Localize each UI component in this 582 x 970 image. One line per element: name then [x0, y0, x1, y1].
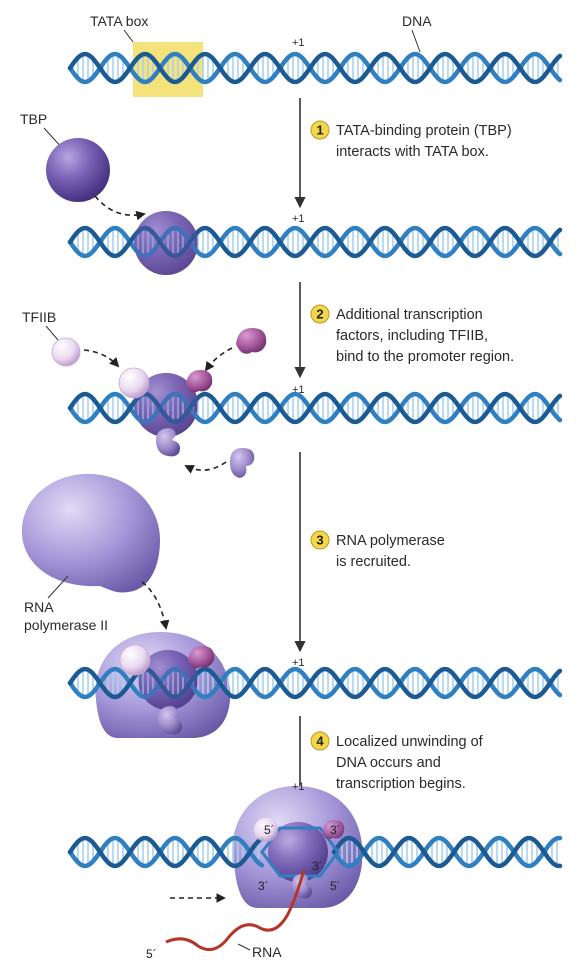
tfiib-label: TFIIB [22, 309, 56, 325]
dna-helix-row-5-right [331, 835, 563, 869]
rna-polymerase-free [21, 473, 160, 593]
dna-label: DNA [402, 13, 432, 29]
svg-text:3: 3 [316, 533, 323, 548]
tss-label-1: +1 [292, 37, 305, 49]
dna-strand-b [67, 835, 265, 869]
polymerase-arrow [141, 581, 170, 630]
dna-strand-a [67, 666, 563, 700]
three-prime-mid: 3´ [312, 859, 323, 873]
rna-polymerase-label: RNA polymerase II [24, 599, 108, 633]
factor-bound-top [186, 370, 213, 393]
step-1-text: TATA-binding protein (TBP) interacts wit… [336, 123, 516, 160]
rna-five-prime: 5´ [146, 947, 157, 961]
dna-helix-row-3 [67, 391, 563, 425]
factor-arrow-top [204, 347, 233, 372]
dna-strand-a [67, 835, 265, 869]
five-prime-top: 5´ [264, 823, 275, 837]
tfiib-bound [118, 367, 150, 399]
three-prime-bottom: 3´ [258, 879, 269, 893]
dna-helix-row-1 [67, 51, 563, 85]
rna-label: RNA [252, 944, 282, 960]
rna-strand [165, 869, 306, 952]
svg-text:1: 1 [316, 123, 323, 138]
dna-strand-b [67, 225, 563, 259]
factor-free-top [236, 328, 267, 354]
tata-box-label: TATA box [90, 13, 148, 29]
dna-helix-row-4 [67, 666, 563, 700]
tbp-bound [134, 211, 198, 275]
five-prime-bottom: 5´ [330, 879, 341, 893]
dna-strand-a [67, 225, 563, 259]
factor-bound-bottom [156, 428, 180, 457]
dna-strand-a [67, 391, 563, 425]
factor-free-bottom [230, 448, 255, 478]
dna-strand-b [67, 666, 563, 700]
tss-label-2: +1 [292, 213, 305, 225]
dna-strand-b [67, 391, 563, 425]
three-prime-top: 3´ [330, 823, 341, 837]
dna-strand-a [67, 51, 563, 85]
factor-arrow-bottom [184, 461, 227, 474]
transcription-bubble [260, 826, 340, 878]
tss-label-5: +1 [292, 781, 305, 793]
step-3-text: RNA polymerase is recruited. [336, 533, 449, 570]
tss-label-4: +1 [292, 657, 305, 669]
svg-text:2: 2 [316, 307, 323, 322]
step-2-text: Additional transcription factors, includ… [336, 307, 514, 365]
step-badge-4: 4 [310, 731, 330, 751]
tbp-label: TBP [20, 111, 47, 127]
tfiib-protein [51, 337, 81, 367]
svg-text:4: 4 [316, 734, 324, 749]
step-4-text: Localized unwinding of DNA occurs and tr… [336, 734, 487, 792]
dna-helix-row-5-left [67, 835, 265, 869]
step-badge-2: 2 [310, 304, 330, 324]
step-badge-1: 1 [310, 120, 330, 140]
step-badge-3: 3 [310, 530, 330, 550]
dna-helix-row-2 [67, 225, 563, 259]
dna-strand-b [67, 51, 563, 85]
dna-strand-a [331, 835, 563, 869]
dna-strand-b [331, 835, 563, 869]
tbp-protein [46, 138, 110, 202]
tfiib-arrow [83, 349, 120, 368]
tbp-binding-arrow [94, 195, 146, 221]
